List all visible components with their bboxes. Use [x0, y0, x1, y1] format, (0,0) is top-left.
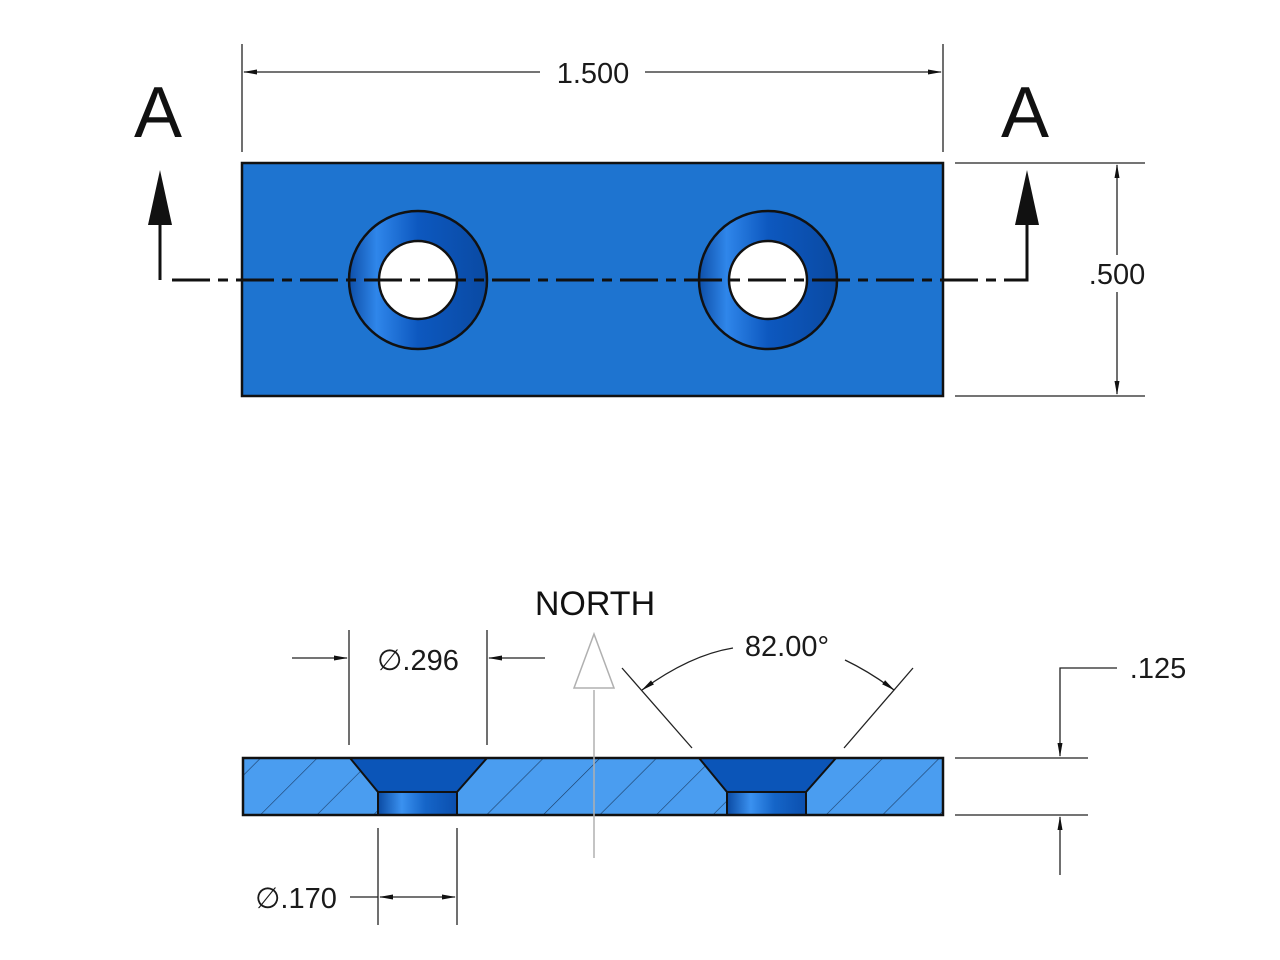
section-view: ∅.296 ∅.170 82.00° .125 NORTH: [241, 585, 1186, 925]
width-dimension-label: 1.500: [557, 58, 630, 90]
countersink-angle-label: 82.00°: [745, 631, 829, 663]
countersink-diameter-label: ∅.296: [377, 645, 459, 677]
height-dimension-label: .500: [1089, 259, 1145, 291]
section-outline: [241, 756, 945, 817]
top-view: 1.500 .500 A A: [134, 44, 1145, 398]
section-body: [243, 758, 943, 815]
north-arrow-icon: [572, 631, 616, 689]
north-label: NORTH: [535, 585, 655, 623]
thickness-dimension-label: .125: [1130, 653, 1186, 685]
extension-line: [843, 667, 914, 749]
thru-bore-1: [377, 791, 458, 816]
section-arrow-right-icon: [1015, 170, 1039, 225]
thru-hole-diameter-label: ∅.170: [255, 883, 337, 915]
section-label-right: A: [1001, 73, 1049, 153]
angle-arc: [844, 659, 895, 691]
section-arrow-left-icon: [148, 170, 172, 225]
angle-arc: [641, 647, 734, 691]
extension-line: [621, 667, 693, 749]
thru-bore-2: [726, 791, 807, 816]
dimension-leader: [1057, 667, 1117, 757]
section-label-left: A: [134, 73, 182, 153]
section-line-right-leg: [1015, 225, 1029, 282]
